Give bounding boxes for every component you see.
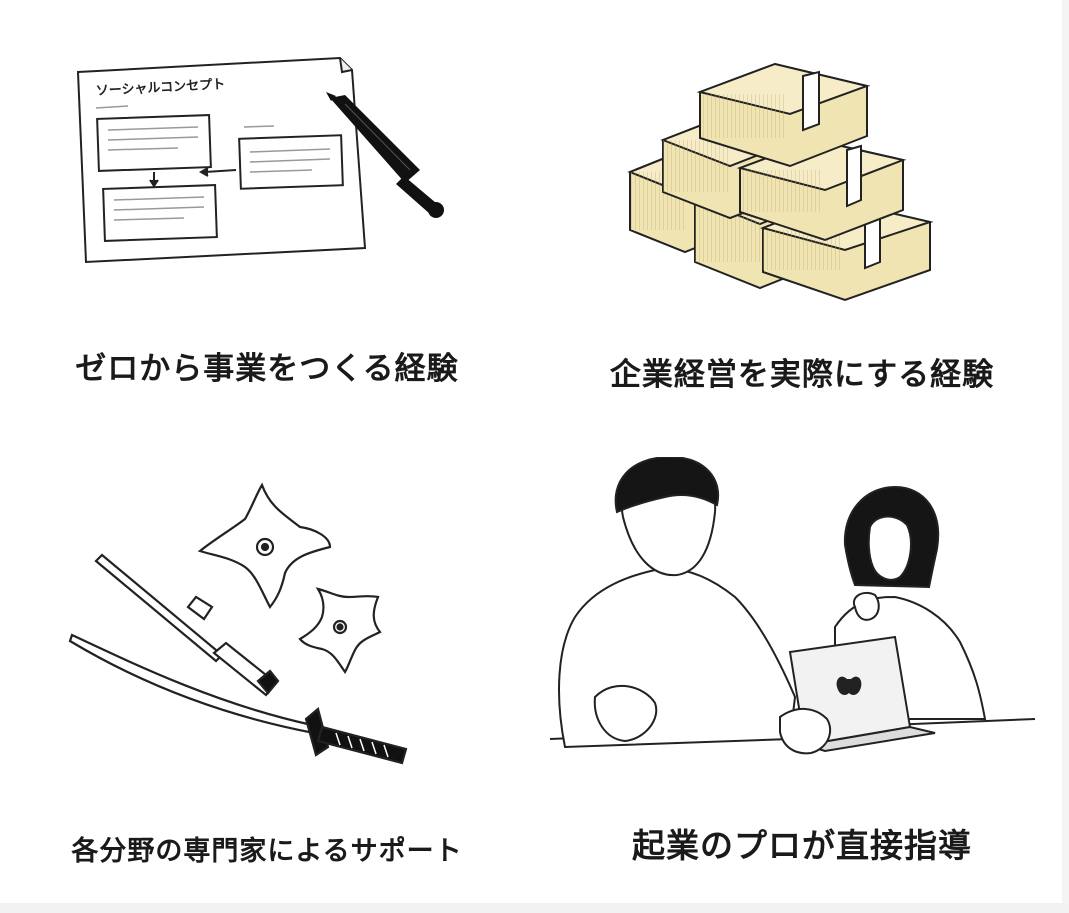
shuriken-icon — [197, 482, 332, 609]
feature-panel-business-management: 企業経営を実際にする経験 — [535, 0, 1069, 456]
right-edge-strip — [1062, 0, 1069, 913]
ninja-weapons-illustration — [68, 482, 408, 765]
bottom-edge-strip — [0, 903, 1069, 913]
document-header-text: ソーシャルコンセプト — [95, 77, 225, 99]
feature-panel-zero-to-business: ソーシャルコンセプト ゼロから事業をつくる経験 — [0, 0, 534, 456]
feature-caption: ゼロから事業をつくる経験 — [75, 351, 459, 387]
man-icon — [558, 457, 832, 755]
document-lines — [95, 105, 331, 221]
feature-panel-direct-coaching: 起業のプロが直接指導 — [535, 457, 1069, 913]
money-stack-icon — [627, 62, 934, 302]
money-stacks-illustration — [627, 62, 934, 302]
concept-document-illustration: ソーシャルコンセプト — [76, 56, 444, 264]
sword-icon — [94, 553, 280, 697]
feature-caption: 各分野の専門家によるサポート — [71, 836, 463, 867]
shuriken-icon — [298, 587, 382, 675]
feature-caption: 起業のプロが直接指導 — [632, 826, 972, 865]
apple-logo-icon — [836, 676, 862, 695]
feature-caption: 企業経営を実際にする経験 — [609, 357, 995, 393]
woman-icon — [834, 485, 987, 720]
feature-panel-expert-support: 各分野の専門家によるサポート — [0, 457, 534, 913]
mentoring-illustration — [549, 457, 1036, 755]
pen-icon — [326, 92, 444, 218]
katana-icon — [68, 633, 408, 765]
